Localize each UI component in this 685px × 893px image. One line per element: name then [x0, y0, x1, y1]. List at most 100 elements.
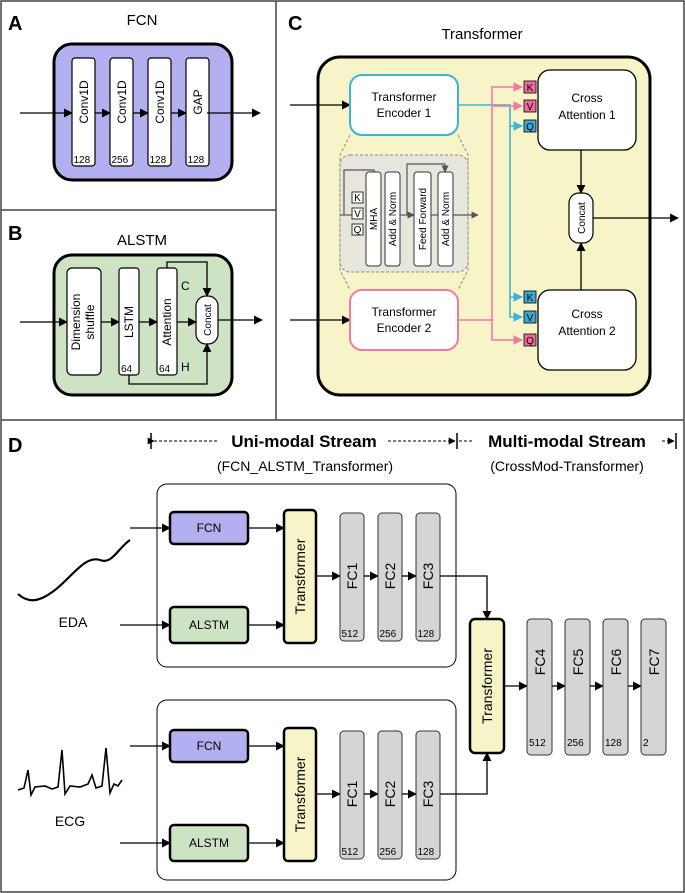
eda-fc3-size: 128 — [418, 629, 435, 640]
cross1-q — [523, 119, 537, 133]
ecg-label: ECG — [55, 813, 85, 829]
fcn-layer-3-size: 128 — [150, 155, 167, 166]
alstm-concat-label: Concat — [203, 304, 214, 336]
fcn-layer-1 — [71, 57, 96, 167]
encoder-1-line1: Transformer — [372, 90, 437, 104]
eda-fc1-size: 512 — [342, 629, 359, 640]
encoder-1-line2: Encoder 1 — [377, 106, 432, 120]
panel-d-pipeline: D Uni-modal Stream (FCN_ALSTM_Transforme… — [8, 432, 677, 881]
cross1-k-label: K — [527, 83, 534, 94]
ecg-fc2-box — [377, 730, 403, 860]
add-norm-2-label: Add & Norm — [441, 192, 452, 246]
panel-label-a: A — [8, 13, 22, 35]
encoder-2-line2: Encoder 2 — [377, 321, 432, 335]
panel-label-d: D — [8, 435, 22, 457]
mha-box — [365, 171, 382, 267]
fc7-size: 2 — [643, 738, 649, 749]
fcn-layer-2-size: 256 — [112, 155, 129, 166]
fc6-size: 128 — [605, 738, 622, 749]
ecg-fc1-label: FC1 — [344, 781, 360, 808]
panel-c-transformer: C Transformer Transformer Encoder 1 Tran… — [288, 13, 679, 397]
ecg-fcn-label: FCN — [197, 739, 222, 753]
cross-1-line2: Attention 1 — [558, 108, 616, 122]
fc6-box — [602, 618, 629, 756]
detail-q-label: Q — [354, 225, 362, 236]
cross1-k — [523, 80, 537, 94]
cross2-q-label: Q — [526, 336, 534, 347]
fc4-box — [526, 618, 553, 756]
ecg-fc3-label: FC3 — [420, 781, 436, 808]
transformer-encoder-2 — [349, 289, 459, 351]
fcn-layer-3-label: Conv1D — [153, 80, 167, 124]
multimodal-transformer-label: Transformer — [479, 648, 495, 724]
multi-modal-title: Multi-modal Stream — [488, 432, 646, 451]
eda-fc2-size: 256 — [380, 629, 397, 640]
fc6-label: FC6 — [608, 649, 624, 676]
ecg-alstm-label: ALSTM — [189, 836, 229, 850]
fcn-layer-2-label: Conv1D — [115, 80, 129, 124]
eda-label: EDA — [59, 614, 88, 630]
attention-size: 64 — [159, 364, 171, 375]
encoder-2-line1: Transformer — [372, 305, 437, 319]
attention-label: Attention — [160, 298, 174, 345]
eda-fc1-label: FC1 — [344, 563, 360, 590]
cross-2-line2: Attention 2 — [558, 324, 616, 338]
h-label: H — [181, 360, 190, 374]
feed-forward-label: Feed Forward — [418, 188, 429, 250]
add-norm-2-box — [437, 171, 454, 267]
fc4-size: 512 — [529, 738, 546, 749]
uni-modal-subtitle: (FCN_ALSTM_Transformer) — [217, 458, 393, 474]
detail-k — [351, 191, 364, 204]
cross2-k-label: K — [527, 293, 534, 304]
fc5-box — [564, 618, 591, 756]
eda-fc1-box — [339, 512, 365, 642]
feed-forward-box — [413, 171, 432, 267]
detail-k-label: K — [354, 193, 361, 204]
cross-attention-1 — [537, 69, 637, 151]
cross2-v-label: V — [527, 313, 534, 324]
fcn-layer-1-size: 128 — [74, 155, 91, 166]
eda-fc3-label: FC3 — [420, 563, 436, 590]
cross-2-line1: Cross — [571, 307, 602, 321]
ecg-fc3-size: 128 — [418, 847, 435, 858]
fc5-label: FC5 — [570, 649, 586, 676]
ecg-signal-icon — [17, 747, 123, 798]
fcn-layer-2 — [109, 57, 134, 167]
cross2-k — [523, 290, 537, 304]
ecg-fc2-label: FC2 — [382, 781, 398, 808]
mha-label: MHA — [369, 208, 380, 231]
cross1-v-label: V — [527, 102, 534, 113]
ecg-fc1-size: 512 — [342, 847, 359, 858]
cross1-v — [523, 99, 537, 113]
c-label: C — [181, 279, 190, 293]
alstm-title: ALSTM — [117, 232, 167, 249]
detail-q — [351, 223, 364, 236]
ecg-fc3-box — [415, 730, 441, 860]
cross-attention-2 — [537, 289, 637, 371]
cross2-q — [523, 333, 537, 347]
panel-b-alstm: B ALSTM Dimensionshuffle LSTM 64 Attenti… — [8, 223, 263, 397]
detail-v — [351, 207, 364, 220]
transformer-concat-label: Concat — [577, 202, 588, 234]
add-norm-1-label: Add & Norm — [388, 192, 399, 246]
fc7-label: FC7 — [646, 649, 662, 676]
eda-signal-icon — [17, 539, 131, 602]
panel-label-c: C — [288, 13, 302, 35]
fcn-layer-4 — [185, 57, 210, 167]
detail-v-label: V — [354, 209, 361, 220]
uni-modal-title: Uni-modal Stream — [231, 432, 376, 451]
lstm-size: 64 — [121, 364, 133, 375]
eda-fcn-label: FCN — [197, 521, 222, 535]
fcn-layer-4-size: 128 — [188, 155, 205, 166]
lstm-label: LSTM — [122, 306, 136, 338]
ecg-transformer-label: Transformer — [292, 756, 308, 832]
ecg-fc1-box — [339, 730, 365, 860]
add-norm-1-box — [384, 171, 401, 267]
transformer-encoder-1 — [349, 74, 459, 136]
eda-alstm-label: ALSTM — [189, 618, 229, 632]
